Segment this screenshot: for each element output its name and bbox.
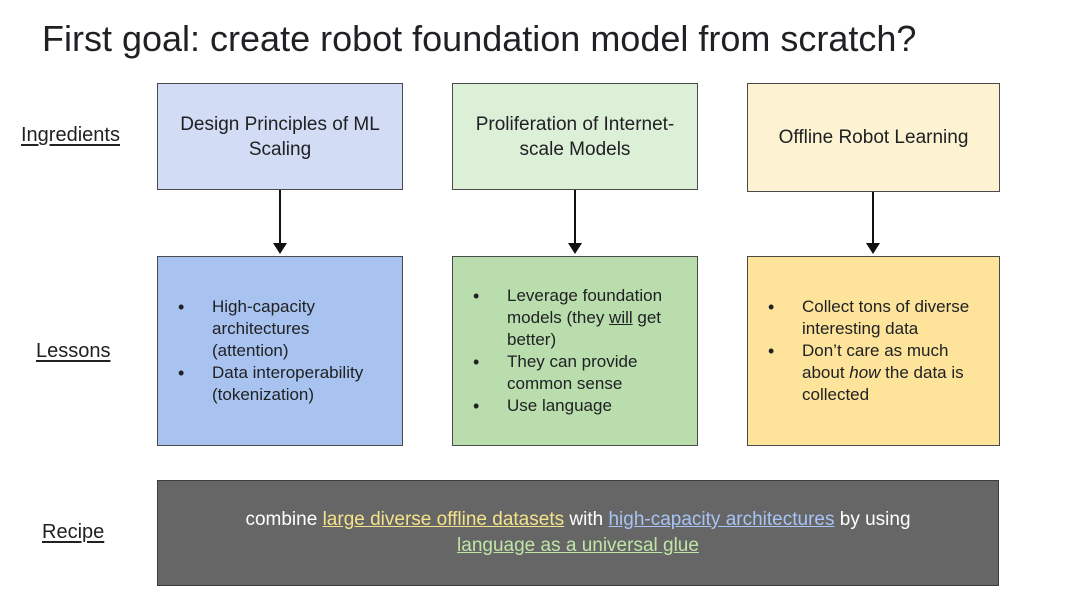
recipe-datasets: large diverse offline datasets: [322, 509, 565, 530]
lesson-text: get better): [507, 308, 662, 349]
arrow-down-icon: [568, 190, 582, 254]
recipe-mid: with: [564, 509, 609, 530]
ingredient-label: Proliferation of Internet-scale Models: [475, 113, 675, 160]
arrow-down-icon: [273, 190, 287, 254]
lesson-list: Leverage foundation models (they will ge…: [467, 285, 683, 417]
ingredient-label: Offline Robot Learning: [778, 127, 969, 148]
recipe-box: combine large diverse offline datasets w…: [157, 480, 999, 586]
arrow-down-icon: [866, 192, 880, 254]
lesson-item: High-capacity architectures (attention): [172, 296, 388, 362]
lesson-list: High-capacity architectures (attention) …: [172, 296, 388, 406]
ingredient-box-ml-scaling: Design Principles of ML Scaling: [157, 83, 403, 190]
lesson-text: Don’t care as much about: [802, 341, 949, 382]
lesson-text-emphasis: how: [849, 363, 881, 382]
lesson-item: Collect tons of diverse interesting data: [762, 296, 985, 340]
row-label-ingredients: Ingredients: [21, 124, 120, 146]
ingredient-box-offline-robot-learning: Offline Robot Learning: [747, 83, 1000, 192]
lesson-list: Collect tons of diverse interesting data…: [762, 296, 985, 406]
lesson-item: They can provide common sense: [467, 351, 683, 395]
slide-title: First goal: create robot foundation mode…: [42, 18, 917, 59]
row-label-recipe: Recipe: [42, 521, 105, 543]
recipe-mid: by using: [834, 509, 911, 530]
recipe-glue: language as a universal glue: [457, 535, 699, 556]
ingredient-box-internet-models: Proliferation of Internet-scale Models: [452, 83, 698, 190]
lesson-box-offline-robot-learning: Collect tons of diverse interesting data…: [747, 256, 1000, 446]
lesson-text-emphasis: will: [609, 308, 633, 327]
lesson-item: Leverage foundation models (they will ge…: [467, 285, 683, 351]
lesson-item: Don’t care as much about how the data is…: [762, 340, 985, 406]
lesson-item: Use language: [467, 395, 683, 417]
recipe-text: combine large diverse offline datasets w…: [245, 507, 910, 559]
recipe-prefix: combine: [245, 509, 323, 530]
ingredient-label: Design Principles of ML Scaling: [180, 113, 380, 160]
lesson-box-internet-models: Leverage foundation models (they will ge…: [452, 256, 698, 446]
recipe-architectures: high-capacity architectures: [608, 509, 835, 530]
lesson-box-ml-scaling: High-capacity architectures (attention) …: [157, 256, 403, 446]
lesson-text: Leverage foundation models (they: [507, 286, 663, 327]
lesson-item: Data interoperability (tokenization): [172, 362, 388, 406]
row-label-lessons: Lessons: [36, 340, 111, 362]
lesson-text: the data is collected: [802, 363, 964, 404]
